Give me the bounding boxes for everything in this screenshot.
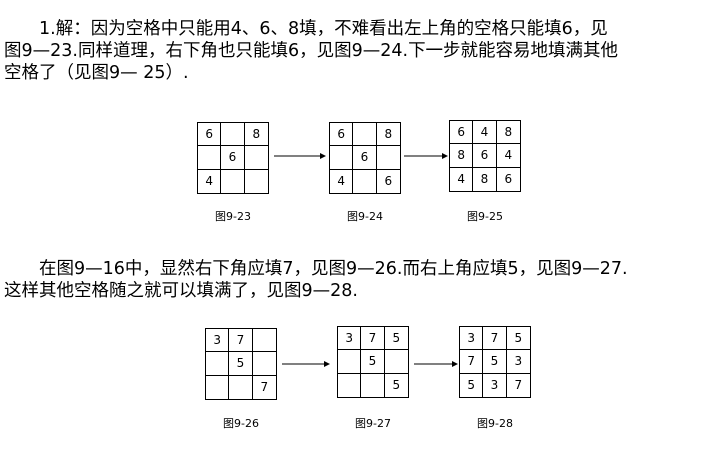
figure-caption: 图9-23 <box>215 210 251 223</box>
grid-cell: 8 <box>376 123 400 147</box>
figure-caption: 图9-25 <box>467 210 503 223</box>
grid-cell: 7 <box>361 327 385 351</box>
grid-cell <box>252 329 276 353</box>
right-arrow-icon <box>274 153 326 159</box>
figure-caption: 图9-26 <box>223 417 259 430</box>
grid-cell <box>229 375 253 399</box>
grid-cell: 6 <box>384 174 393 189</box>
paragraph-solution-2: 在图9—16中，显然右下角应填7，见图9—26.而右上角应填5，见图9—27. … <box>4 258 704 302</box>
text-line: 1.解：因为空格中只能用4、6、8填，不难看出左上角的空格只能填6，见 <box>4 19 608 39</box>
grid-cell: 4 <box>473 121 497 145</box>
grid-cell <box>330 146 354 170</box>
grid-cell <box>245 170 268 193</box>
grid-cell: 7 <box>514 378 523 393</box>
grid-cell: 6 <box>450 121 474 145</box>
text-line: 在图9—16中，显然右下角应填7，见图9—26.而右上角应填5，见图9—27. <box>4 259 628 279</box>
grid-cell: 6 <box>198 123 222 147</box>
paragraph-solution-1: 1.解：因为空格中只能用4、6、8填，不难看出左上角的空格只能填6，见 图9—2… <box>4 18 704 84</box>
grid-cell: 6 <box>221 146 245 170</box>
right-arrow-icon <box>282 361 330 367</box>
text-line: 图9—23.同样道理，右下角也只能填6，见图9—24.下一步就能容易地填满其他 <box>4 41 619 61</box>
grid-cell: 3 <box>338 327 362 351</box>
grid-cell: 8 <box>473 167 497 191</box>
figure-caption: 图9-28 <box>477 417 513 430</box>
grid-cell <box>384 350 408 374</box>
grid-cell: 5 <box>483 350 507 374</box>
grid-cell <box>252 352 276 376</box>
grid-cell <box>376 146 400 170</box>
grid-cell: 6 <box>504 172 513 187</box>
grid-cell: 6 <box>353 146 377 170</box>
figure-caption: 图9-27 <box>355 417 391 430</box>
text-line: 这样其他空格随之就可以填满了，见图9—28. <box>4 281 358 301</box>
grid-cell: 8 <box>450 144 474 168</box>
grid-cell <box>338 373 362 397</box>
grid-cell: 5 <box>392 378 401 393</box>
grid-cell: 5 <box>361 350 385 374</box>
grid-cell: 5 <box>384 327 408 351</box>
grid-cell: 7 <box>460 350 484 374</box>
right-arrow-icon <box>414 361 458 367</box>
grid-cell: 3 <box>483 373 507 397</box>
grid-cell: 5 <box>506 327 530 351</box>
grid-cell: 7 <box>229 329 253 353</box>
grid-cell: 5 <box>229 352 253 376</box>
grid-cell <box>221 123 245 147</box>
grid-cell <box>338 350 362 374</box>
grid-cell <box>353 169 377 193</box>
grid-cell: 4 <box>198 169 222 193</box>
text-line: 空格了（见图9— 25）. <box>4 63 189 83</box>
grid-cell: 8 <box>244 123 268 147</box>
grid-cell: 6 <box>330 123 354 147</box>
grid-cell: 5 <box>460 373 484 397</box>
grid-cell: 4 <box>450 167 474 191</box>
grid-cell: 4 <box>330 169 354 193</box>
grid-cell <box>206 352 230 376</box>
grid-cell <box>198 146 222 170</box>
grid-cell: 8 <box>496 121 520 145</box>
grid-cell <box>206 375 230 399</box>
grid-cell <box>244 146 268 170</box>
grid-cell <box>361 373 385 397</box>
grid-cell: 4 <box>496 144 520 168</box>
grid-cell: 3 <box>206 329 230 353</box>
right-arrow-icon <box>404 153 448 159</box>
figure-caption: 图9-24 <box>347 210 383 223</box>
grid-cell: 3 <box>506 350 530 374</box>
grid-cell <box>353 123 377 147</box>
grid-cell: 7 <box>483 327 507 351</box>
grid-cell: 7 <box>260 380 269 395</box>
grid-cell: 6 <box>473 144 497 168</box>
grid-cell <box>221 169 245 193</box>
grid-cell: 3 <box>460 327 484 351</box>
